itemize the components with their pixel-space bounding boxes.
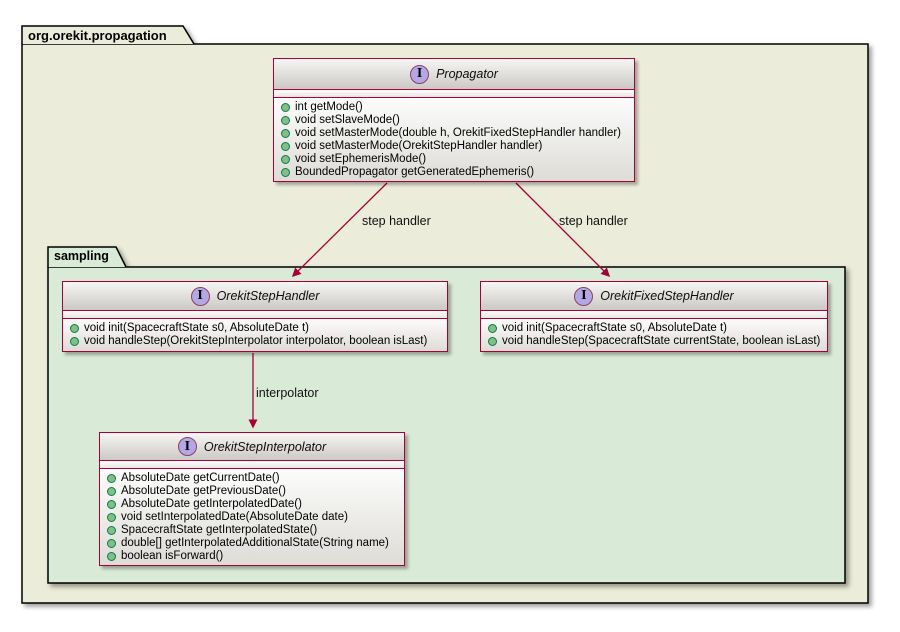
methods-compartment: int getMode() void setSlaveMode() void s… [274,98,634,181]
method-row: void init(SpacecraftState s0, AbsoluteDa… [488,322,827,335]
public-method-icon [107,552,116,561]
method-text: void setMasterMode(OrekitStepHandler han… [295,140,543,152]
method-text: void setInterpolatedDate(AbsoluteDate da… [121,511,348,523]
method-row: void init(SpacecraftState s0, AbsoluteDa… [70,322,447,335]
attributes-compartment [100,460,404,469]
public-method-icon [281,168,290,177]
method-row: void setEphemerisMode() [281,153,634,166]
method-row: BoundedPropagator getGeneratedEphemeris(… [281,166,634,179]
edge-label-step-handler-left: step handler [362,214,431,228]
method-text: void init(SpacecraftState s0, AbsoluteDa… [84,322,310,334]
method-row: void handleStep(OrekitStepInterpolator i… [70,335,447,348]
class-title: Propagator [436,67,498,81]
method-text: int getMode() [295,101,363,113]
edge-label-step-handler-right: step handler [559,214,628,228]
method-row: void setSlaveMode() [281,114,634,127]
method-row: AbsoluteDate getPreviousDate() [107,485,404,498]
methods-compartment: void init(SpacecraftState s0, AbsoluteDa… [481,319,827,351]
method-row: void setInterpolatedDate(AbsoluteDate da… [107,511,404,524]
method-text: boolean isForward() [121,550,224,562]
method-text: AbsoluteDate getPreviousDate() [121,485,286,497]
method-text: void init(SpacecraftState s0, AbsoluteDa… [502,322,728,334]
interface-icon: I [190,286,210,306]
public-method-icon [281,142,290,151]
class-title: OrekitFixedStepHandler [600,289,734,303]
interface-icon: I [177,437,197,456]
method-row: AbsoluteDate getCurrentDate() [107,472,404,485]
method-text: double[] getInterpolatedAdditionalState(… [121,537,389,549]
public-method-icon [107,539,116,548]
method-row: boolean isForward() [107,550,404,563]
inner-package-name: sampling [54,249,109,263]
public-method-icon [488,324,497,333]
method-text: void setSlaveMode() [295,114,400,126]
method-text: AbsoluteDate getCurrentDate() [121,472,280,484]
public-method-icon [107,513,116,522]
class-box-orekitfixedstephandler: I OrekitFixedStepHandler void init(Space… [480,281,828,352]
method-row: void handleStep(SpacecraftState currentS… [488,335,827,348]
class-header: I OrekitStepHandler [63,282,447,310]
public-method-icon [281,129,290,138]
methods-compartment: AbsoluteDate getCurrentDate() AbsoluteDa… [100,469,404,565]
attributes-compartment [481,310,827,319]
method-row: SpacecraftState getInterpolatedState() [107,524,404,537]
class-box-orekitstephandler: I OrekitStepHandler void init(Spacecraft… [62,281,448,352]
method-text: void handleStep(SpacecraftState currentS… [502,335,821,347]
public-method-icon [281,103,290,112]
method-text: AbsoluteDate getInterpolatedDate() [121,498,302,510]
public-method-icon [107,474,116,483]
arrow-propagator-to-stephandler [291,182,388,278]
class-header: I OrekitStepInterpolator [100,433,404,460]
attributes-compartment [63,310,447,319]
public-method-icon [107,500,116,509]
public-method-icon [70,324,79,333]
attributes-compartment [274,89,634,98]
class-title: OrekitStepHandler [216,289,320,303]
class-header: I Propagator [274,59,634,89]
public-method-icon [107,487,116,496]
class-box-orekitstepinterpolator: I OrekitStepInterpolator AbsoluteDate ge… [99,432,405,566]
public-method-icon [107,526,116,535]
public-method-icon [488,337,497,346]
method-row: int getMode() [281,101,634,114]
method-row: void setMasterMode(double h, OrekitFixed… [281,127,634,140]
inner-package-tab [47,246,127,268]
arrow-propagator-to-fixedstephandler [515,182,611,278]
public-method-icon [281,116,290,125]
method-row: double[] getInterpolatedAdditionalState(… [107,537,404,550]
outer-package-tab [21,25,195,45]
method-row: void setMasterMode(OrekitStepHandler han… [281,140,634,153]
class-box-propagator: I Propagator int getMode() void setSlave… [273,58,635,182]
outer-package-name: org.orekit.propagation [28,28,167,43]
class-title: OrekitStepInterpolator [203,439,327,454]
class-header: I OrekitFixedStepHandler [481,282,827,310]
method-text: void handleStep(OrekitStepInterpolator i… [84,335,428,347]
method-text: void setEphemerisMode() [295,153,427,165]
interface-icon: I [410,64,430,84]
method-row: AbsoluteDate getInterpolatedDate() [107,498,404,511]
edge-label-interpolator: interpolator [256,386,319,400]
interface-icon: I [574,286,594,306]
methods-compartment: void init(SpacecraftState s0, AbsoluteDa… [63,319,447,351]
method-text: BoundedPropagator getGeneratedEphemeris(… [295,166,535,178]
public-method-icon [281,155,290,164]
method-text: SpacecraftState getInterpolatedState() [121,524,318,536]
method-text: void setMasterMode(double h, OrekitFixed… [295,127,621,139]
public-method-icon [70,337,79,346]
